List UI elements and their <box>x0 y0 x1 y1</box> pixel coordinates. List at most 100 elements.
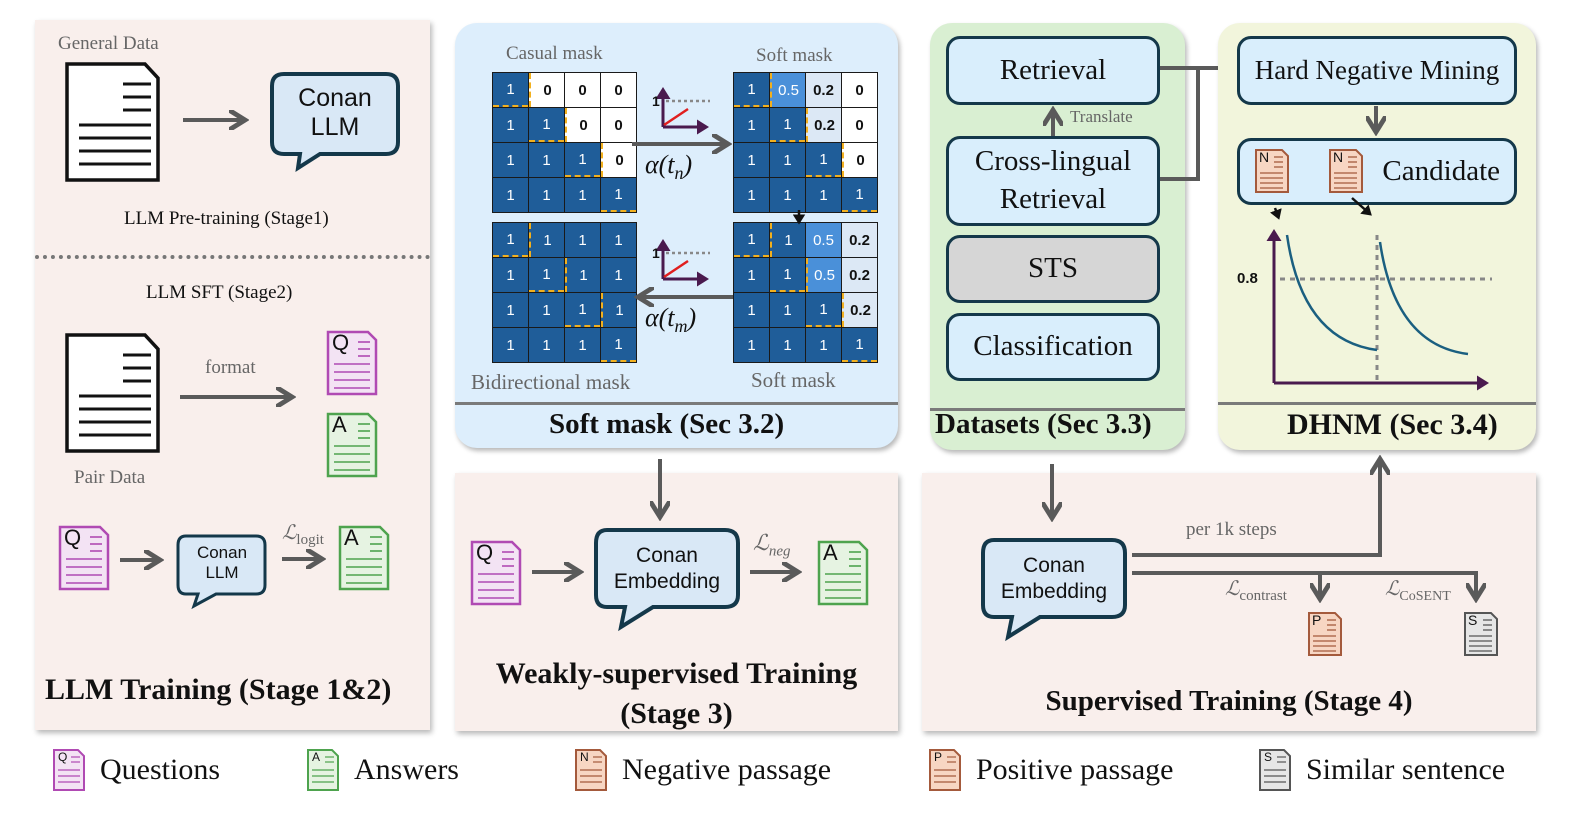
mask-cell: 1 <box>734 293 769 327</box>
mask-cell: 1 <box>770 258 805 292</box>
loss-subscript: neg <box>768 543 791 560</box>
mask-cell: 1 <box>493 143 528 177</box>
loss-symbol: ℒ <box>753 530 769 555</box>
ramp-axis-one-bottom: 1 <box>652 245 660 261</box>
doc-icon-a <box>817 540 869 606</box>
legend-doc-icon: P <box>928 748 962 792</box>
dhnm-divider <box>1218 402 1536 405</box>
soft-mask-divider <box>455 402 898 405</box>
mask-cell: 1 <box>734 328 769 362</box>
mask-cell: 1 <box>770 223 805 257</box>
mask-cell: 1 <box>770 108 805 142</box>
loss-symbol: ℒ <box>1225 578 1240 600</box>
alpha-text: α(t <box>645 303 675 332</box>
loss-cosent-label: ℒCoSENT <box>1385 576 1451 605</box>
mask-cell: 1 <box>493 328 528 362</box>
soft-mask-label-top: Soft mask <box>756 45 833 66</box>
mask-cell: 1 <box>565 223 600 257</box>
hnm-to-candidate-arrow <box>1368 106 1384 138</box>
positive-doc-icon: P <box>1307 611 1343 662</box>
answer-doc-icon: A <box>817 540 869 613</box>
loss-subscript: contrast <box>1239 588 1287 604</box>
doc-letter: P <box>1312 612 1322 628</box>
loss-contrast-label: ℒcontrast <box>1225 576 1287 605</box>
legend-doc-icon: Q <box>52 748 86 792</box>
mask-cell: 0 <box>842 143 877 177</box>
mask-cell: 0 <box>565 73 600 107</box>
alpha-tn-label: α(tn) <box>645 150 693 184</box>
hard-negative-mining-box: Hard Negative Mining <box>1237 36 1517 105</box>
stage3-title: Weakly-supervised Training (Stage 3) <box>455 654 898 734</box>
mask-cell: 0 <box>601 73 636 107</box>
legend-label: Positive passage <box>976 753 1174 786</box>
doc-icon-q <box>58 525 110 591</box>
mask-cell: 0.5 <box>770 73 805 107</box>
doc-icon-a <box>338 525 390 591</box>
speech-bubble-icon <box>981 538 1127 642</box>
pretrain-caption: LLM Pre-training (Stage1) <box>124 208 329 229</box>
mask-cell: 1 <box>601 328 636 362</box>
legend-label: Negative passage <box>622 753 832 786</box>
bubble-line-2: Embedding <box>1000 580 1108 603</box>
soft-mask-forward-arrow <box>632 135 737 155</box>
loss-subscript: logit <box>296 532 324 548</box>
mask-cell: 1 <box>806 293 841 327</box>
speech-bubble-icon <box>270 72 400 173</box>
mask-cell: 0.5 <box>806 223 841 257</box>
mask-cell: 1 <box>734 143 769 177</box>
speech-bubble-icon <box>176 534 267 610</box>
mask-cell: 1 <box>565 143 600 177</box>
mask-cell: 1 <box>565 328 600 362</box>
bidirectional-mask-label: Bidirectional mask <box>471 370 631 394</box>
doc-letter: Q <box>332 330 350 355</box>
dataset-sts: STS <box>946 235 1160 303</box>
question-doc-icon: Q <box>58 525 110 598</box>
mask-cell: 1 <box>842 178 877 212</box>
mask-cell: 1 <box>529 108 564 142</box>
mask-cell: 0.2 <box>842 223 877 257</box>
threshold-label: 0.8 <box>1237 270 1258 287</box>
conan-embedding-bubble-stage3: Conan Embedding <box>593 527 741 632</box>
mask-cell: 0 <box>601 108 636 142</box>
mask-cell: 1 <box>734 108 769 142</box>
mask-cell: 0 <box>529 73 564 107</box>
alpha-tm-label: α(tm) <box>645 303 697 337</box>
loss-symbol: ℒ <box>1385 578 1400 600</box>
stage3-input-arrow <box>532 562 592 582</box>
mask-cell: 1 <box>601 223 636 257</box>
dataset-classification: Classification <box>946 313 1160 381</box>
doc-letter: N <box>1333 149 1344 165</box>
bubble-line-1: Conan <box>636 544 698 567</box>
score-curve-2 <box>1378 241 1469 356</box>
cosent-arrow <box>1132 571 1476 595</box>
candidate-pointer-arrow-1 <box>1269 207 1282 220</box>
mask-cell: 1 <box>842 328 877 362</box>
ramp-axis-icon-top <box>655 87 710 135</box>
mask-cell: 1 <box>493 258 528 292</box>
speech-bubble-icon <box>594 528 740 632</box>
general-data-label: General Data <box>58 33 159 54</box>
datasets-title: Datasets (Sec 3.3) <box>935 408 1152 440</box>
candidate-box: Candidate <box>1237 138 1517 205</box>
mask-cell: 1 <box>493 223 528 257</box>
dhnm-title: DHNM (Sec 3.4) <box>1287 408 1498 441</box>
doc-letter: A <box>823 540 838 565</box>
mask-cell: 1 <box>601 178 636 212</box>
candidate-pointer-arrow-2 <box>1351 197 1372 216</box>
mask-cell: 0.2 <box>806 108 841 142</box>
mask-cell: 0.5 <box>806 258 841 292</box>
per-steps-label: per 1k steps <box>1186 519 1277 540</box>
answer-doc-icon: A <box>326 412 378 485</box>
datasets-divider <box>930 408 1185 411</box>
mask-cell: 1 <box>565 293 600 327</box>
soft-mask-title: Soft mask (Sec 3.2) <box>549 408 785 440</box>
dataset-retrieval: Retrieval <box>946 36 1160 105</box>
mask-cell: 1 <box>493 73 528 107</box>
doc-icon-n <box>1255 149 1289 193</box>
pair-data-label: Pair Data <box>74 467 146 488</box>
mask-cell: 0 <box>842 108 877 142</box>
